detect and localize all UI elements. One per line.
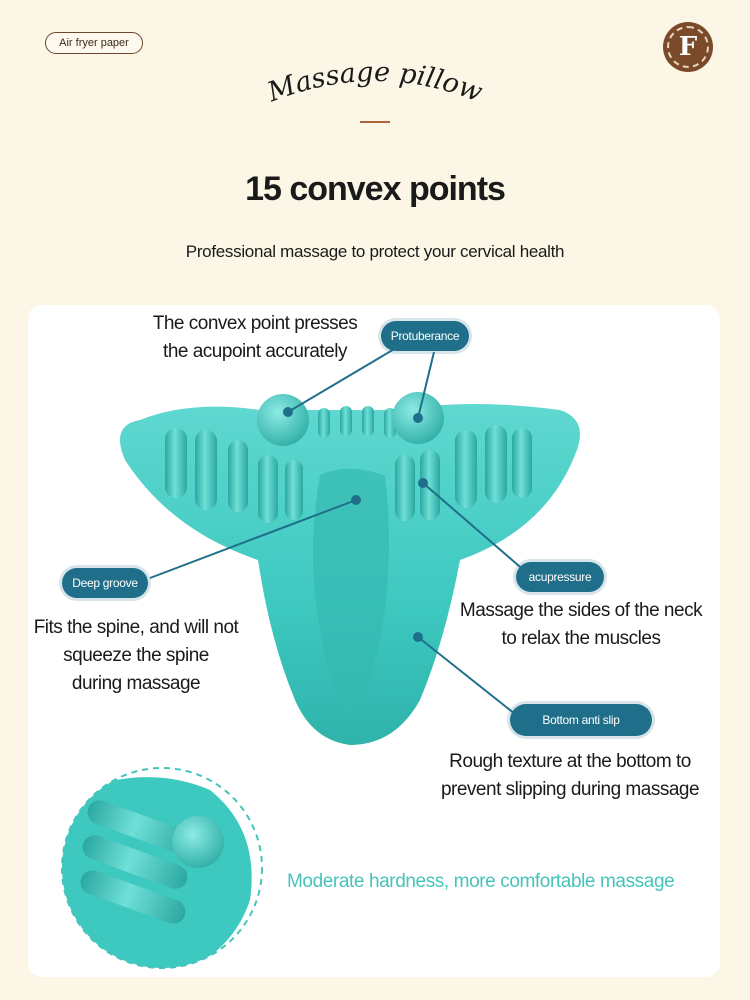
- detail-caption: Moderate hardness, more comfortable mass…: [287, 871, 675, 892]
- protuberance-label: Protuberance: [381, 321, 469, 351]
- left-ridges: [165, 428, 303, 523]
- deep-groove-label: Deep groove: [62, 568, 148, 598]
- bottom-anti-slip-label: Bottom anti slip: [510, 704, 652, 736]
- protuberance-knob-left: [257, 394, 309, 446]
- callout-lines: [149, 347, 527, 715]
- logo-letter: F: [678, 32, 698, 62]
- right-ridges: [395, 425, 532, 521]
- detail-zoom-circle: [61, 767, 263, 969]
- acupressure-description: Massage the sides of the neck to relax t…: [459, 600, 703, 649]
- protuberance-description: The convex point presses the acupoint ac…: [152, 313, 358, 362]
- headline: 15 convex points: [245, 170, 506, 208]
- deep-groove-description: Fits the spine, and will not squeeze the…: [33, 617, 239, 694]
- acupressure-label: acupressure: [516, 562, 604, 592]
- script-title: Massage pillow: [263, 57, 487, 109]
- bottom-anti-slip-description: Rough texture at the bottom to prevent s…: [440, 751, 700, 800]
- deep-groove: [312, 468, 389, 720]
- title-divider: [360, 121, 390, 123]
- subheadline: Professional massage to protect your cer…: [185, 242, 565, 261]
- air-fryer-paper-tag[interactable]: Air fryer paper: [45, 32, 143, 54]
- logo-stitch-ring: [667, 26, 709, 68]
- brand-logo: F: [664, 23, 712, 71]
- callout-dots: [283, 407, 428, 642]
